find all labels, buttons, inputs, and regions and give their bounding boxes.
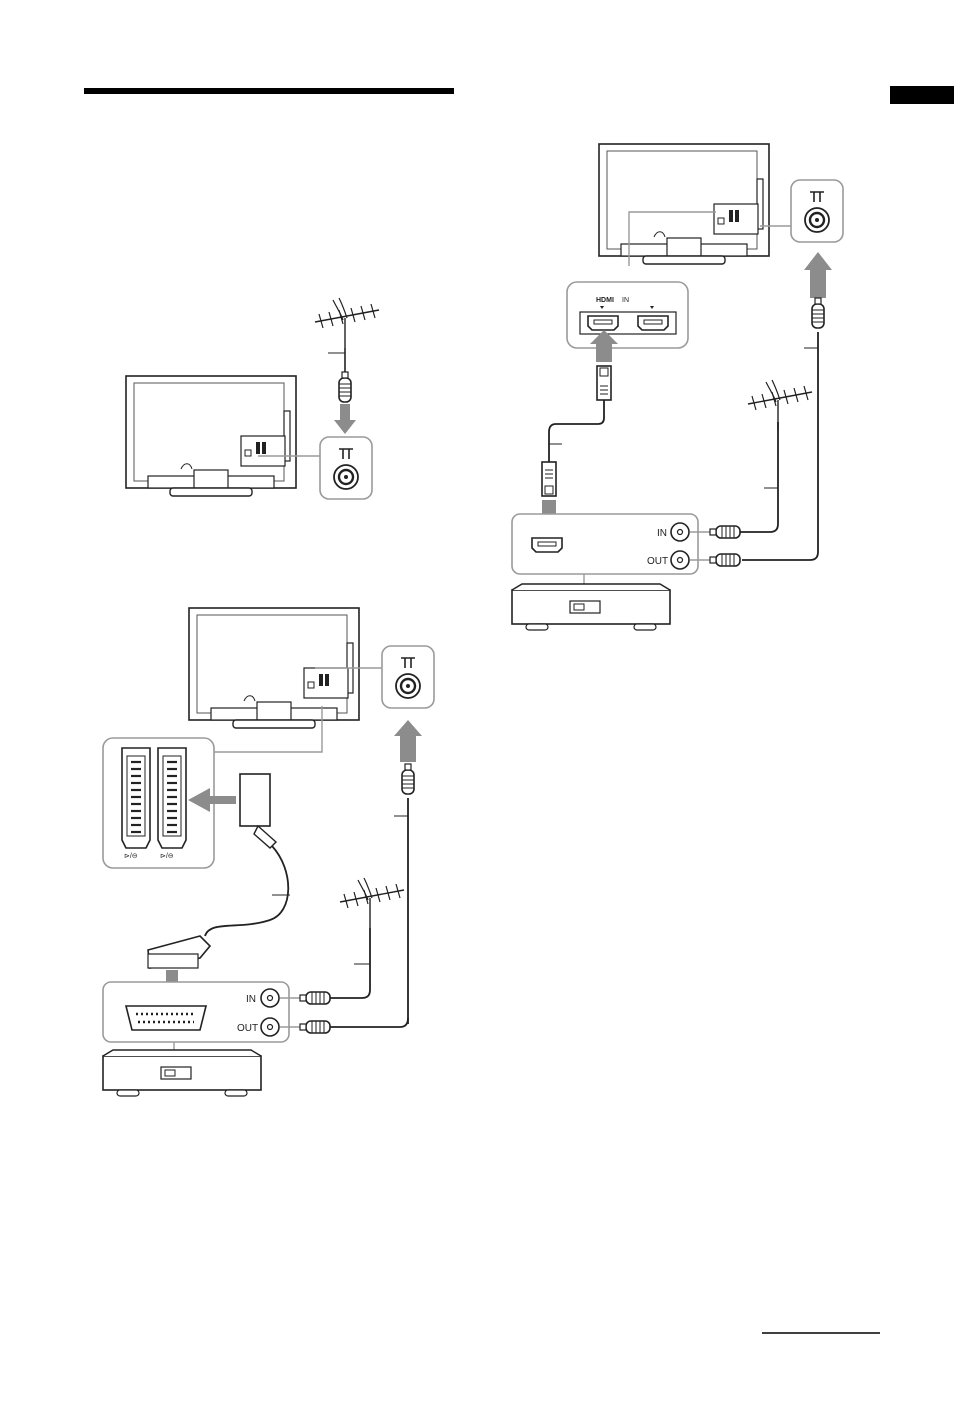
scart-plug-bottom: [148, 936, 210, 968]
hdmi-in-label: IN: [622, 297, 629, 304]
antenna-socket: [791, 180, 843, 242]
recorder-scart-socket: [126, 1006, 206, 1030]
out-label: OUT: [237, 1023, 258, 1034]
hdmi-port-1: [588, 316, 618, 330]
rf-in-jack: [671, 523, 689, 541]
scart-plug-top: [240, 774, 276, 848]
out-label: OUT: [647, 556, 668, 567]
rf-out-jack: [261, 1018, 279, 1036]
hdmi-plug-top: [597, 366, 611, 400]
coax-plug: [812, 298, 824, 328]
coax-plug: [339, 372, 351, 402]
diagram-antenna-to-tv: [126, 298, 379, 499]
connect-arrow: [804, 252, 832, 298]
coax-plug: [402, 764, 414, 794]
coax-plug: [710, 526, 740, 538]
tv-rear: [599, 144, 769, 264]
antenna-socket: [382, 646, 434, 708]
recorder: [512, 584, 670, 630]
coax-plug: [300, 992, 330, 1004]
connect-arrow: [334, 404, 356, 434]
antenna: [340, 878, 404, 928]
diagram-scart-recorder: ⊳/⊖ ⊳/⊖ IN OUT: [103, 608, 434, 1096]
in-label: IN: [246, 994, 256, 1005]
recorder: [103, 1050, 261, 1096]
header-rule: [84, 88, 454, 94]
diagram-hdmi-recorder: HDMI IN IN OUT: [512, 144, 843, 630]
hdmi-plug-bottom: [542, 462, 556, 496]
connect-arrow: [394, 720, 422, 762]
recorder-hdmi-port: [532, 538, 562, 552]
rf-in-jack: [261, 989, 279, 1007]
coax-plug: [300, 1021, 330, 1033]
coax-plug: [710, 554, 740, 566]
antenna: [748, 380, 812, 430]
rf-out-jack: [671, 551, 689, 569]
antenna-socket: [320, 437, 372, 499]
tv-rear: [126, 376, 296, 496]
scart-socket-1: [122, 748, 150, 848]
hdmi-port-2: [638, 316, 668, 330]
scart-socket-2: [158, 748, 186, 848]
side-tab: [890, 86, 954, 104]
in-label: IN: [657, 528, 667, 539]
svg-text:⊳/⊖: ⊳/⊖: [124, 853, 138, 860]
hdmi-logo: HDMI: [596, 297, 614, 304]
svg-text:⊳/⊖: ⊳/⊖: [160, 853, 174, 860]
antenna: [315, 298, 379, 348]
